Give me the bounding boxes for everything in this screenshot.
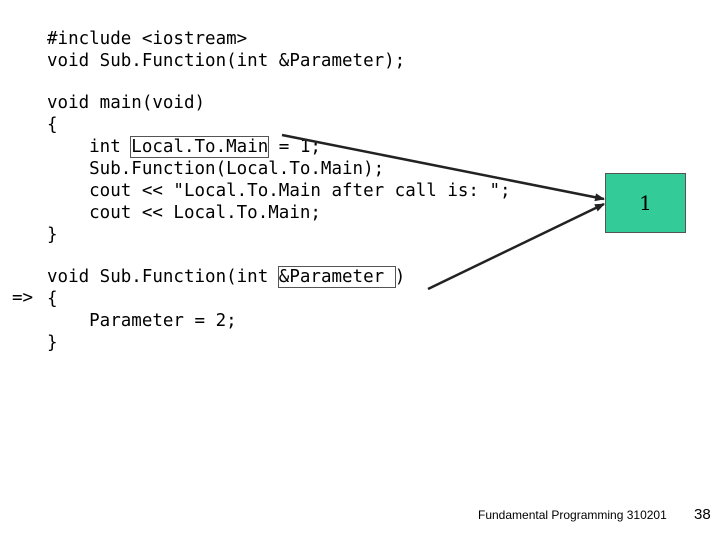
code-line-parameter-assignment: Parameter = 2; [47, 311, 237, 331]
execution-pointer: => [12, 288, 34, 308]
code-text: = 1; [268, 137, 321, 157]
code-text: ) [394, 267, 406, 287]
code-line-main-open-brace: { [47, 115, 58, 135]
code-line-subfunction-open-brace: { [47, 289, 58, 309]
code-line-include: #include <iostream> [47, 29, 248, 49]
page-number: 38 [694, 506, 711, 523]
memory-value-box: 1 [605, 173, 686, 233]
code-line-cout-message: cout << "Local.To.Main after call is: "; [47, 181, 511, 201]
code-line-local-declaration: int Local.To.Main = 1; [47, 136, 321, 158]
code-text: void Sub.Function(int [47, 267, 279, 287]
code-text: int [47, 137, 132, 157]
code-line-function-call: Sub.Function(Local.To.Main); [47, 159, 385, 179]
parameter-arrow [427, 202, 605, 291]
code-line-cout-value: cout << Local.To.Main; [47, 203, 321, 223]
code-line-subfunction-close-brace: } [47, 333, 58, 353]
parameter-box: &Parameter [277, 266, 396, 288]
memory-value: 1 [639, 191, 652, 215]
code-line-main-signature: void main(void) [47, 93, 206, 113]
code-line-subfunction-signature: void Sub.Function(int &Parameter ) [47, 266, 406, 288]
code-line-prototype: void Sub.Function(int &Parameter); [47, 51, 406, 71]
footer-course-title: Fundamental Programming 310201 [478, 508, 667, 522]
local-to-main-box: Local.To.Main [130, 136, 270, 158]
code-line-main-close-brace: } [47, 225, 58, 245]
